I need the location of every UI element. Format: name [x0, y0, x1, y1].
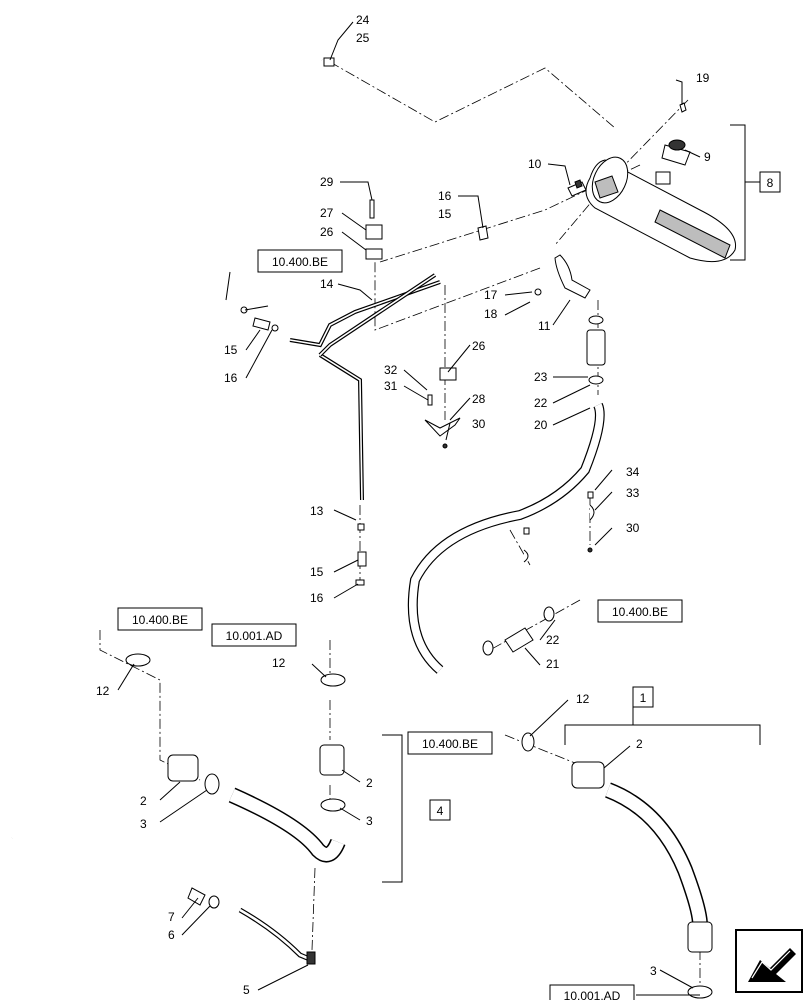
callout-19: 19	[696, 71, 710, 85]
callout-6: 6	[168, 928, 175, 942]
callout-15-top: 15	[438, 207, 452, 221]
assembly-number: 8	[767, 176, 774, 190]
callout-29: 29	[320, 175, 334, 189]
callout-12-right: 12	[576, 692, 590, 706]
callout-5: 5	[243, 983, 250, 997]
assembly-box-4: 4	[429, 799, 451, 821]
sensor-harness	[187, 887, 316, 965]
bracket-11	[554, 254, 591, 299]
receiver-drier	[585, 139, 737, 263]
callout-2-right: 2	[636, 737, 643, 751]
long-tube	[10, 20, 323, 839]
ref-label: 10.400.BE	[422, 737, 478, 751]
callout-2-left: 2	[140, 794, 147, 808]
callout-13: 13	[310, 504, 324, 518]
callout-16-left: 16	[224, 371, 238, 385]
assembly-number: 4	[437, 804, 444, 818]
callout-3-right: 3	[650, 964, 657, 978]
assembly-box-1: 1	[632, 686, 654, 708]
callout-30-right: 30	[626, 521, 640, 535]
callout-11: 11	[538, 319, 551, 333]
callout-3-left: 3	[140, 817, 147, 831]
callout-17: 17	[484, 288, 498, 302]
callout-16-bottom: 16	[310, 591, 324, 605]
ref-label: 10.400.BE	[132, 613, 188, 627]
hose-20	[407, 402, 605, 674]
ref-label: 10.001.AD	[564, 989, 621, 1000]
callout-22-top: 22	[534, 396, 548, 410]
callout-31: 31	[384, 379, 398, 393]
tubes-13-14	[289, 273, 441, 501]
callout-28: 28	[472, 392, 486, 406]
small-fasteners	[240, 57, 595, 586]
assembly-box-8: 8	[759, 171, 781, 193]
callout-14: 14	[320, 277, 334, 291]
ref-box-10400be-c[interactable]: 10.400.BE	[597, 599, 683, 623]
ref-box-10400be-b[interactable]: 10.400.BE	[117, 607, 203, 631]
ref-box-10400be-a[interactable]: 10.400.BE	[257, 249, 343, 273]
callout-23: 23	[534, 370, 548, 384]
callout-numbers: 24 25 19 9 10 29 16 15 27 26 14 17 18 11…	[96, 13, 711, 997]
callout-34: 34	[626, 465, 640, 479]
callout-3-mid: 3	[366, 814, 373, 828]
callout-27: 27	[320, 206, 334, 220]
callout-15-left: 15	[224, 343, 238, 357]
elbow-hose-left	[125, 653, 346, 863]
bolt-19	[679, 102, 687, 113]
callout-12-left: 12	[96, 684, 110, 698]
next-page-arrow-icon[interactable]	[735, 929, 803, 993]
hose-23	[586, 315, 606, 385]
callout-25: 25	[356, 31, 370, 45]
callout-24: 24	[356, 13, 370, 27]
callout-33: 33	[626, 486, 640, 500]
hose-21	[482, 606, 555, 656]
leader-lines	[117, 21, 761, 996]
callout-12-mid: 12	[272, 656, 286, 670]
callout-26-top: 26	[320, 225, 334, 239]
callout-26-mid: 26	[472, 339, 486, 353]
hose-right	[521, 732, 713, 999]
callout-22-bottom: 22	[546, 633, 560, 647]
callout-2-mid: 2	[366, 776, 373, 790]
callout-18: 18	[484, 307, 498, 321]
callout-30-mid: 30	[472, 417, 486, 431]
ref-box-10400be-d[interactable]: 10.400.BE	[407, 731, 493, 755]
ref-label: 10.400.BE	[272, 255, 328, 269]
callout-21: 21	[546, 657, 560, 671]
fitting-10	[567, 179, 587, 197]
callout-20: 20	[534, 418, 548, 432]
ref-box-10001ad-a[interactable]: 10.001.AD	[211, 623, 297, 647]
callout-16-top: 16	[438, 189, 452, 203]
ref-label: 10.400.BE	[612, 605, 668, 619]
callout-10: 10	[528, 157, 542, 171]
callout-15-bottom: 15	[310, 565, 324, 579]
callout-32: 32	[384, 363, 398, 377]
assembly-number: 1	[640, 691, 647, 705]
ref-box-10001ad-b[interactable]: 10.001.AD	[549, 984, 635, 1000]
ref-label: 10.001.AD	[226, 629, 283, 643]
callout-7: 7	[168, 910, 175, 924]
callout-9: 9	[704, 150, 711, 164]
